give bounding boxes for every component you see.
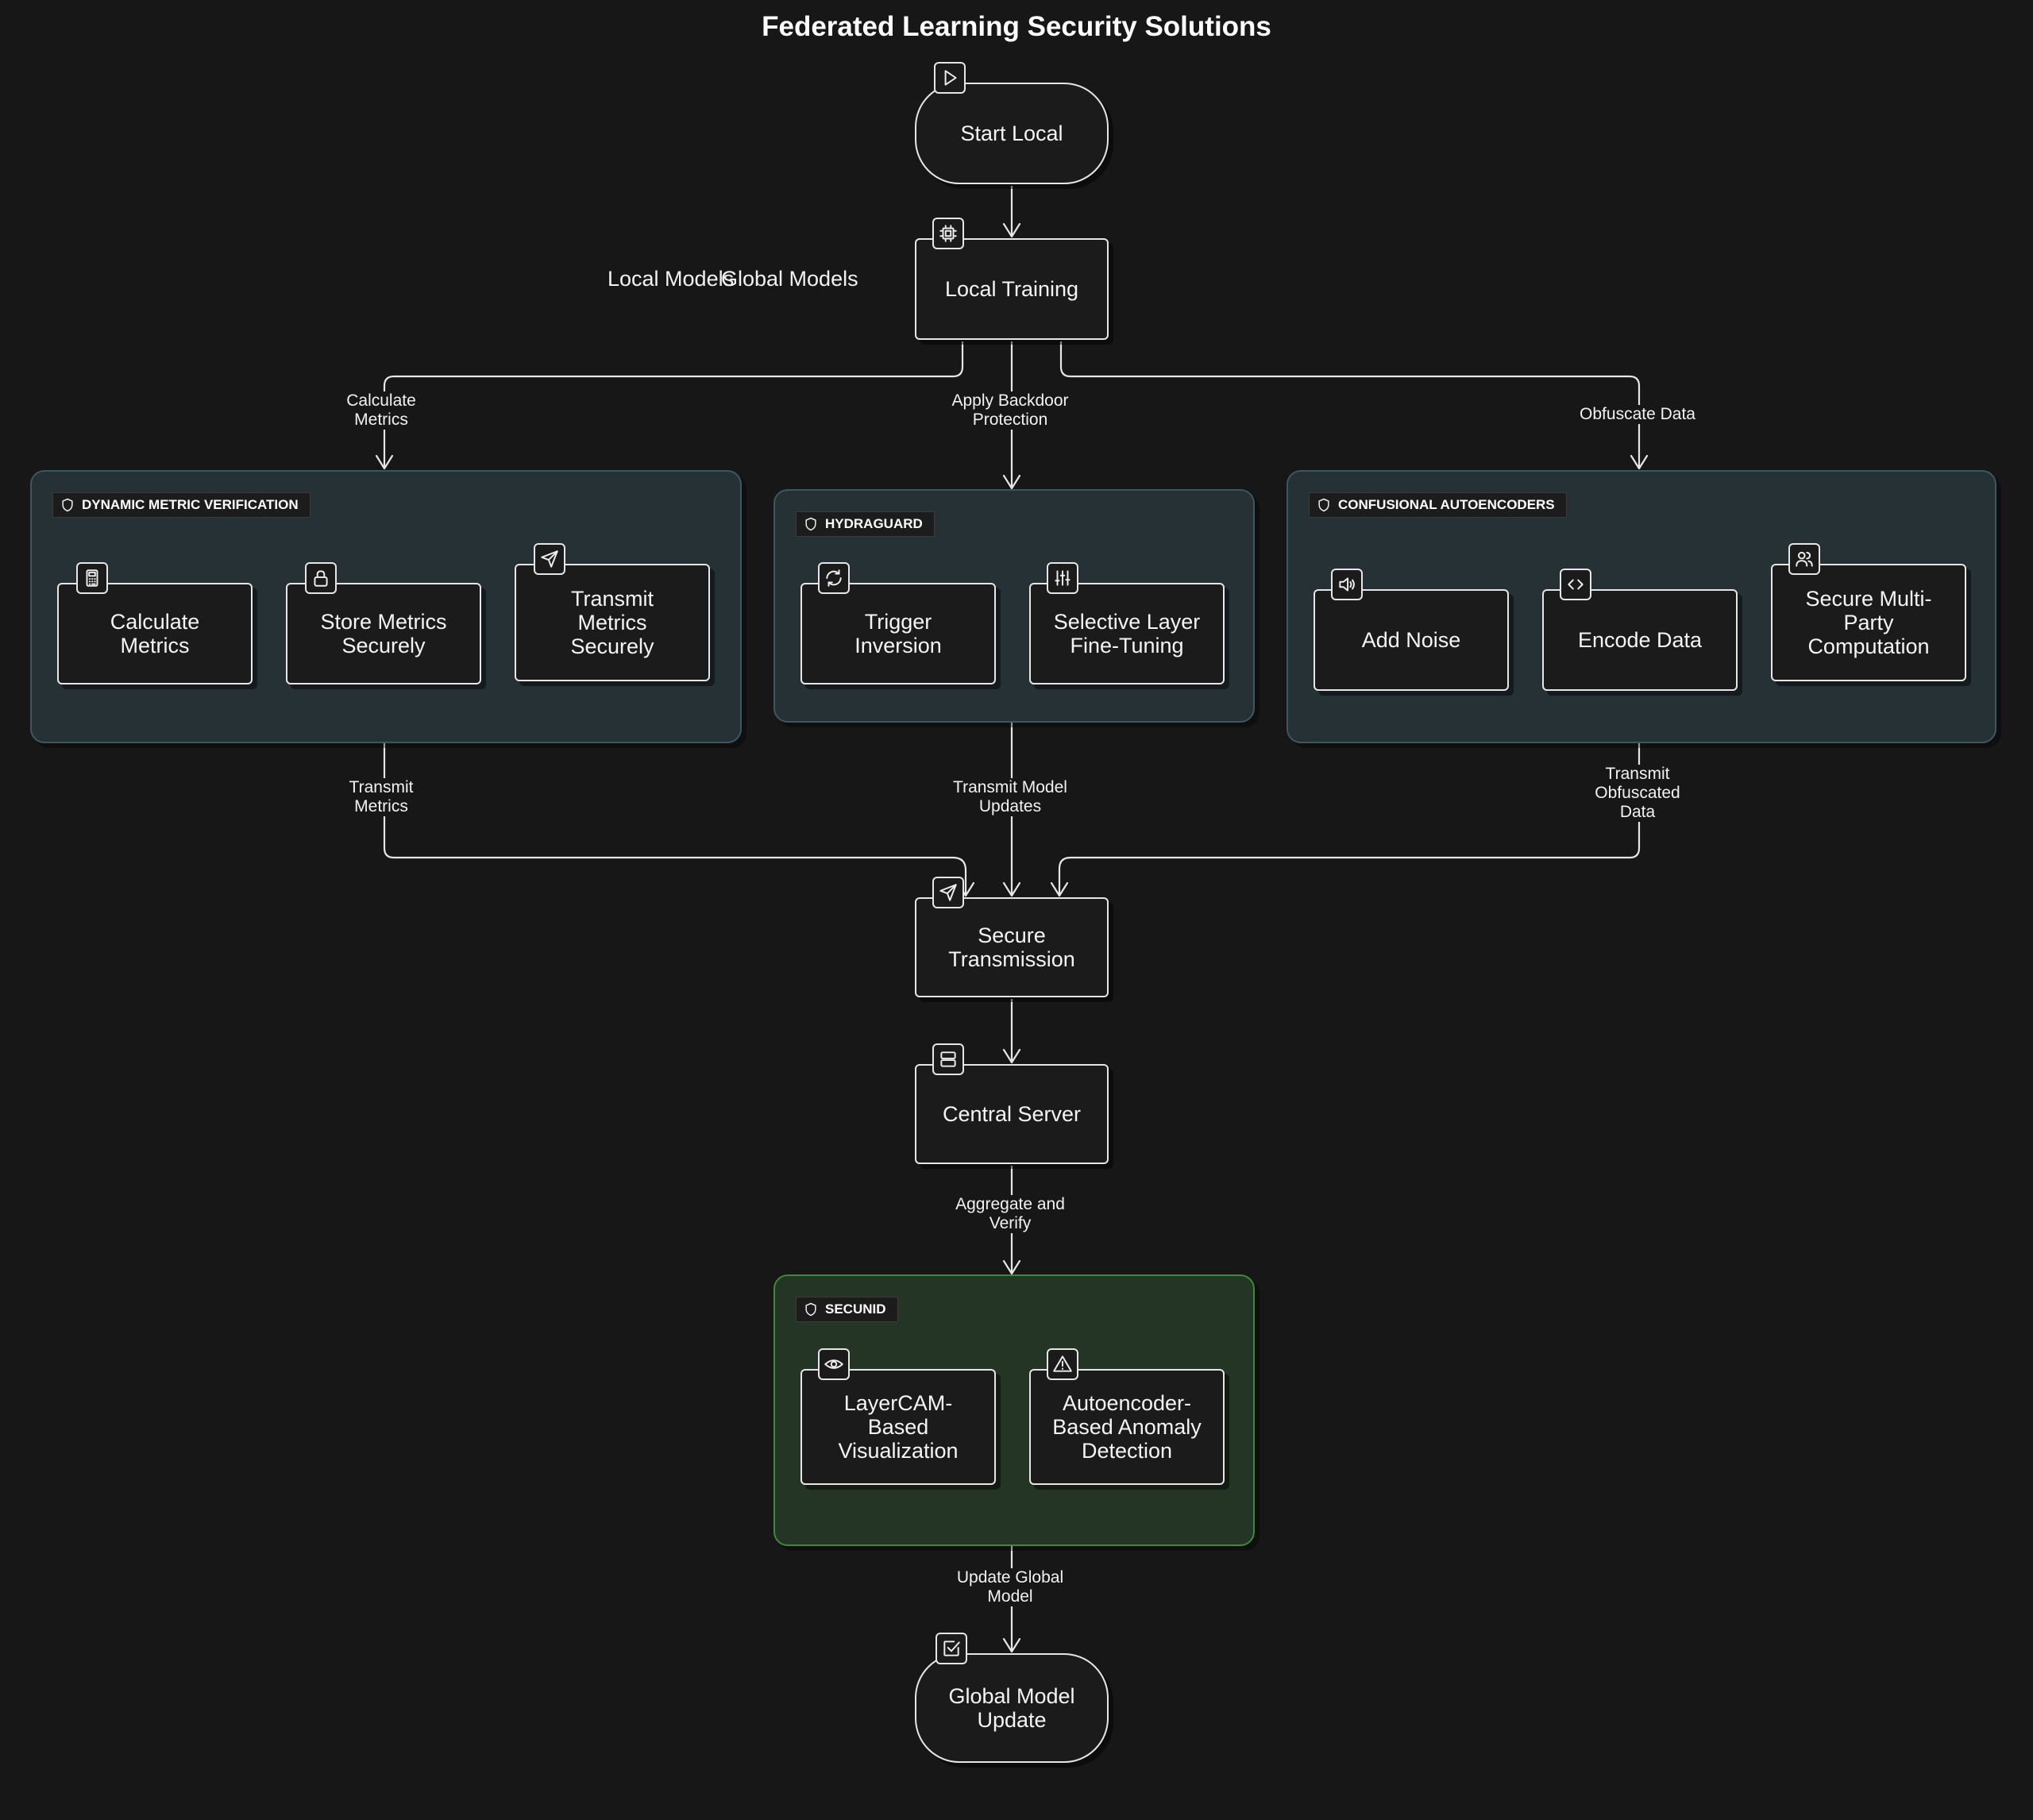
send-icon — [534, 543, 565, 575]
edge-label-update-global-model: Update Global Model — [956, 1568, 1064, 1606]
node-label: LayerCAM- Based Visualization — [838, 1391, 959, 1463]
calculator-icon — [76, 562, 108, 594]
edge-label-obfuscate-data: Obfuscate Data — [1580, 405, 1695, 424]
edge-label-calculate-metrics: Calculate Metrics — [346, 391, 416, 430]
arrowhead — [375, 454, 394, 470]
edge-training-confusional — [1059, 341, 1641, 468]
node-transmit-metrics-securely[interactable]: Transmit Metrics Securely — [515, 564, 710, 681]
refresh-icon — [818, 562, 850, 594]
check-square-icon — [935, 1633, 967, 1664]
node-label: Encode Data — [1577, 628, 1703, 652]
edge-label-transmit-obfuscated-data: Transmit Obfuscated Data — [1595, 765, 1680, 822]
edge-training-dmv — [383, 341, 964, 468]
node-secure-transmission[interactable]: Secure Transmission — [915, 897, 1109, 997]
shield-icon — [805, 1302, 816, 1317]
arrowhead — [1002, 474, 1021, 490]
edge-label-transmit-metrics: Transmit Metrics — [349, 778, 414, 816]
lock-icon — [305, 562, 337, 594]
server-icon — [932, 1043, 964, 1075]
node-store-metrics-securely[interactable]: Store Metrics Securely — [286, 583, 481, 684]
node-label: Start Local — [960, 121, 1063, 145]
shield-icon — [62, 498, 73, 512]
node-label: Transmit Metrics Securely — [570, 587, 654, 658]
node-central-server[interactable]: Central Server — [915, 1064, 1109, 1164]
speaker-icon — [1331, 569, 1363, 600]
alert-icon — [1047, 1348, 1078, 1380]
node-label: Central Server — [942, 1102, 1082, 1126]
node-label: Local Training — [944, 277, 1079, 301]
edge-label-aggregate-verify: Aggregate and Verify — [955, 1195, 1065, 1233]
arrowhead — [1002, 1259, 1021, 1275]
arrowhead — [1002, 881, 1021, 897]
node-label: Selective Layer Fine-Tuning — [1053, 610, 1201, 657]
edge-confusional-secure-tx — [1058, 741, 1641, 896]
cpu-icon — [932, 218, 964, 249]
node-label: Add Noise — [1361, 628, 1461, 652]
users-icon — [1788, 543, 1820, 575]
node-global-model-update[interactable]: Global Model Update — [915, 1653, 1109, 1763]
code-icon — [1560, 569, 1591, 600]
arrowhead — [1002, 1048, 1021, 1064]
node-trigger-inversion[interactable]: Trigger Inversion — [800, 583, 996, 684]
local-models-label: Local Models — [608, 267, 735, 291]
edge-label-apply-backdoor: Apply Backdoor Protection — [951, 391, 1069, 430]
node-layercam-visualization[interactable]: LayerCAM- Based Visualization — [800, 1369, 996, 1485]
eye-icon — [818, 1348, 850, 1380]
node-label: Global Model Update — [948, 1684, 1075, 1732]
send-icon — [932, 877, 964, 908]
node-label: Calculate Metrics — [110, 610, 200, 657]
node-secure-multi-party-computation[interactable]: Secure Multi- Party Computation — [1771, 564, 1966, 681]
edge-label-transmit-model-updates: Transmit Model Updates — [953, 778, 1067, 816]
node-label: Autoencoder- Based Anomaly Detection — [1052, 1391, 1202, 1463]
node-start-local[interactable]: Start Local — [915, 83, 1109, 184]
diagram-title: Federated Learning Security Solutions — [762, 11, 1271, 42]
group-label: CONFUSIONAL AUTOENCODERS — [1309, 492, 1567, 518]
group-label: DYNAMIC METRIC VERIFICATION — [52, 492, 311, 518]
node-selective-layer-fine-tuning[interactable]: Selective Layer Fine-Tuning — [1029, 583, 1225, 684]
group-title: CONFUSIONAL AUTOENCODERS — [1338, 497, 1555, 512]
group-label: HYDRAGUARD — [796, 511, 935, 537]
group-title: HYDRAGUARD — [825, 516, 923, 531]
arrowhead — [1630, 454, 1649, 470]
node-label: Trigger Inversion — [854, 610, 942, 657]
group-label: SECUNID — [796, 1297, 898, 1322]
shield-icon — [1318, 498, 1329, 512]
node-local-training[interactable]: Local Training — [915, 238, 1109, 340]
edge-dmv-secure-tx — [383, 741, 967, 896]
sliders-icon — [1047, 562, 1078, 594]
node-calculate-metrics[interactable]: Calculate Metrics — [57, 583, 253, 684]
group-title: DYNAMIC METRIC VERIFICATION — [82, 497, 299, 512]
global-models-label: Global Models — [721, 267, 858, 291]
arrowhead — [1002, 222, 1021, 238]
node-encode-data[interactable]: Encode Data — [1542, 589, 1738, 691]
node-autoencoder-anomaly-detection[interactable]: Autoencoder- Based Anomaly Detection — [1029, 1369, 1225, 1485]
group-title: SECUNID — [825, 1301, 886, 1317]
play-icon — [934, 62, 966, 94]
arrowhead — [1002, 1637, 1021, 1653]
node-add-noise[interactable]: Add Noise — [1314, 589, 1509, 691]
shield-icon — [805, 517, 816, 531]
node-label: Store Metrics Securely — [320, 610, 447, 657]
node-label: Secure Transmission — [948, 923, 1075, 971]
arrowhead — [1050, 881, 1069, 897]
node-label: Secure Multi- Party Computation — [1805, 587, 1932, 658]
